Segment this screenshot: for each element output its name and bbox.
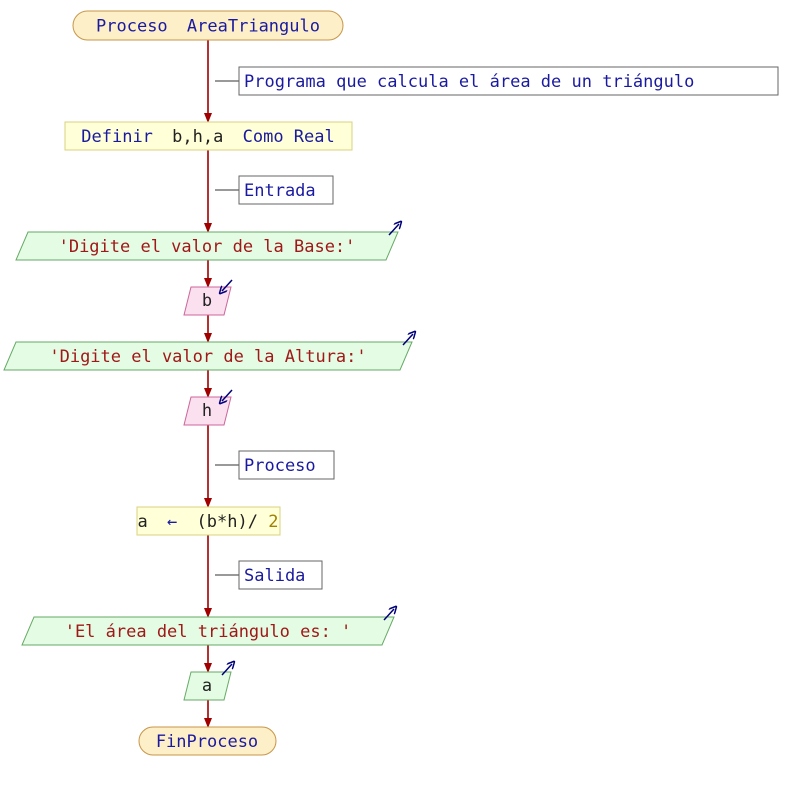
output-arrow-icon bbox=[383, 609, 394, 621]
output-result-block[interactable]: 'El área del triángulo es: ' bbox=[21, 609, 394, 646]
svg-text:Proceso AreaTriangulo: Proceso AreaTriangulo bbox=[96, 17, 320, 37]
input-b-text: b bbox=[202, 291, 212, 311]
end-keyword: FinProceso bbox=[156, 732, 258, 752]
input-h-text: h bbox=[202, 401, 212, 421]
output-a-block[interactable]: a bbox=[183, 664, 232, 701]
svg-text:Definir b,h,a Como: Definir b,h,a Como Real bbox=[81, 127, 334, 147]
input-arrow-icon bbox=[222, 279, 233, 291]
comment-input[interactable]: Entrada bbox=[215, 175, 334, 205]
output-a-text: a bbox=[202, 676, 212, 696]
comment-program[interactable]: Programa que calcula el área de un trián… bbox=[215, 66, 779, 96]
comment-input-text: Entrada bbox=[244, 181, 316, 201]
assign-target: a bbox=[138, 512, 148, 532]
assign-block[interactable]: a ← (b*h)/ 2 bbox=[136, 506, 281, 536]
output-base-block[interactable]: 'Digite el valor de la Base:' bbox=[15, 224, 399, 261]
comment-process-text: Proceso bbox=[244, 456, 316, 476]
assign-expression: (b*h)/ bbox=[197, 512, 258, 532]
comment-process[interactable]: Proceso bbox=[215, 450, 335, 480]
svg-text:a ← (b*h)/ 2: a ← (b*h)/ 2 bbox=[138, 512, 279, 532]
start-terminal[interactable]: Proceso AreaTriangulo bbox=[72, 10, 344, 41]
assign-arrow: ← bbox=[167, 512, 177, 532]
input-h-block[interactable]: h bbox=[183, 389, 233, 426]
input-arrow-icon bbox=[222, 389, 233, 401]
start-keyword: Proceso bbox=[96, 17, 168, 37]
define-keyword: Definir bbox=[81, 127, 153, 147]
output-altura-text: 'Digite el valor de la Altura:' bbox=[49, 347, 366, 367]
output-base-text: 'Digite el valor de la Base:' bbox=[59, 237, 356, 257]
output-arrow-icon bbox=[402, 334, 413, 346]
define-type: Como Real bbox=[243, 127, 335, 147]
define-vars: b,h,a bbox=[172, 127, 223, 147]
start-process-name: AreaTriangulo bbox=[187, 17, 320, 37]
output-result-text: 'El área del triángulo es: ' bbox=[65, 622, 352, 642]
define-block[interactable]: Definir b,h,a Como Real bbox=[64, 121, 353, 151]
input-b-block[interactable]: b bbox=[183, 279, 233, 316]
end-terminal[interactable]: FinProceso bbox=[138, 726, 277, 756]
assign-number: 2 bbox=[268, 512, 278, 532]
comment-output-text: Salida bbox=[244, 566, 305, 586]
output-arrow-icon bbox=[388, 224, 399, 236]
output-arrow-icon bbox=[221, 664, 232, 676]
output-altura-block[interactable]: 'Digite el valor de la Altura:' bbox=[3, 334, 413, 371]
comment-program-text: Programa que calcula el área de un trián… bbox=[244, 72, 694, 92]
comment-output[interactable]: Salida bbox=[215, 560, 323, 590]
